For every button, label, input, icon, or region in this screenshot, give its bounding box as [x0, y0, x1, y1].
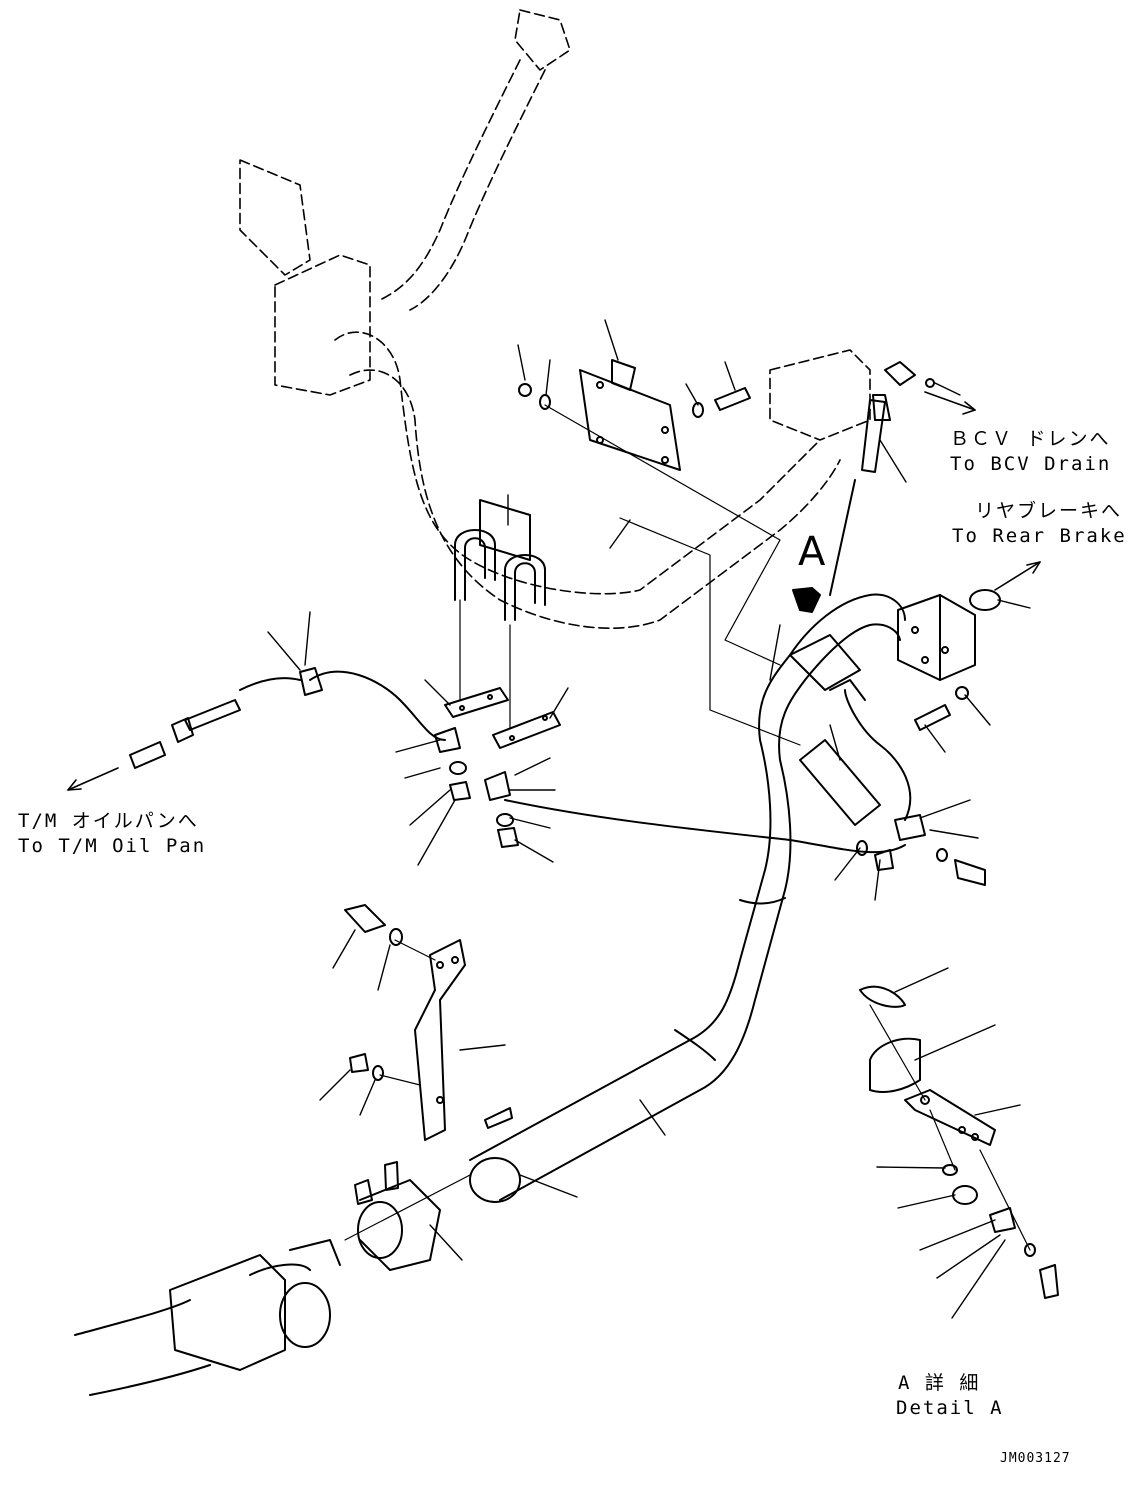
main-pipe — [469, 593, 906, 1203]
detail-label-jp: A 詳 細 — [898, 1372, 981, 1394]
tm-oil-pan-label-jp: T/M オイルパンへ — [18, 810, 199, 832]
frame-phantom — [239, 9, 871, 629]
tm-oil-pan-label-en: To T/M Oil Pan — [18, 835, 207, 857]
view-marker-a: A — [798, 529, 826, 575]
right-clamp — [799, 686, 986, 886]
valve-block — [789, 589, 1001, 701]
left-hose — [129, 667, 912, 854]
rear-brake-label-jp: リヤブレーキへ — [975, 500, 1123, 522]
drain-hose — [829, 361, 935, 596]
connection-lines — [344, 404, 1031, 1251]
bcv-drain-label-en: To BCV Drain — [950, 453, 1112, 475]
detail-label-en: Detail A — [896, 1397, 1004, 1419]
direction-arrows — [67, 391, 1041, 791]
rear-brake-label-en: To Rear Brake — [952, 525, 1127, 547]
coupling — [354, 1161, 441, 1271]
transmission — [74, 1239, 341, 1396]
bracket-plate — [518, 359, 751, 471]
leader-lines — [267, 319, 1031, 1319]
detail-a-parts — [859, 985, 1059, 1299]
clamp-plates — [444, 687, 561, 749]
u-bolts — [454, 499, 546, 621]
nuts-washers — [449, 761, 519, 848]
view-arrow — [792, 587, 821, 613]
lower-bracket — [344, 904, 513, 1141]
drawing-code: JM003127 — [1000, 1451, 1071, 1466]
bcv-drain-label-jp: ＢＣＶ ドレンへ — [950, 428, 1111, 450]
